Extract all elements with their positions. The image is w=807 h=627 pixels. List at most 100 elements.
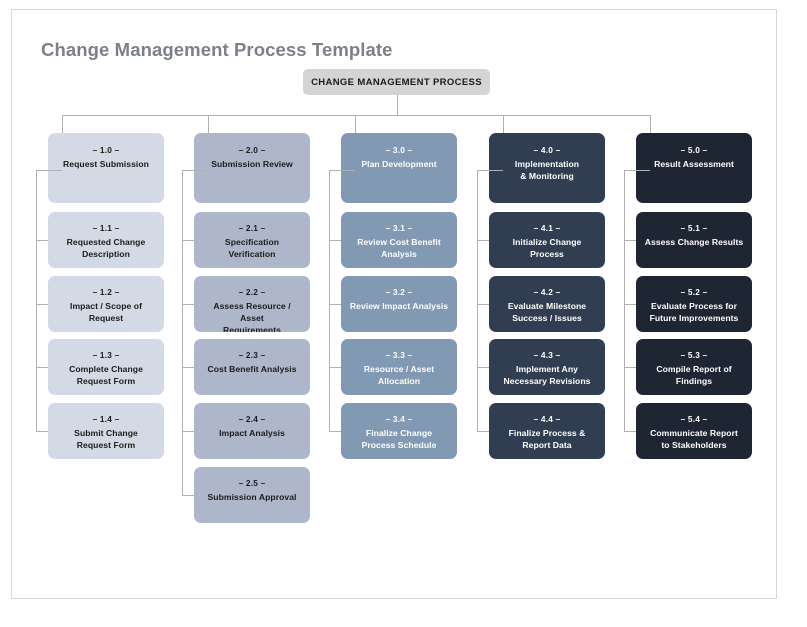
node-number: – 4.0 – xyxy=(533,145,561,155)
child-connector xyxy=(182,495,194,496)
node-number: – 1.2 – xyxy=(92,287,120,297)
node-title: Assess Resource / Asset Requirements xyxy=(213,301,291,332)
child-node-3-3[interactable]: – 3.3 –Resource / Asset Allocation xyxy=(341,339,457,395)
child-node-1-3[interactable]: – 1.3 –Complete Change Request Form xyxy=(48,339,164,395)
child-connector xyxy=(36,367,48,368)
child-connector xyxy=(624,304,636,305)
header-spine-link xyxy=(624,170,650,171)
child-connector xyxy=(329,367,341,368)
child-node-1-1[interactable]: – 1.1 –Requested Change Description xyxy=(48,212,164,268)
node-number: – 2.2 – xyxy=(238,287,266,297)
node-title: Requested Change Description xyxy=(66,237,146,260)
node-number: – 2.4 – xyxy=(238,414,266,424)
node-number: – 1.0 – xyxy=(92,145,120,155)
node-number: – 4.1 – xyxy=(533,223,561,233)
node-number: – 5.1 – xyxy=(680,223,708,233)
child-node-5-4[interactable]: – 5.4 –Communicate Report to Stakeholder… xyxy=(636,403,752,459)
child-node-3-4[interactable]: – 3.4 – Finalize Change Process Schedule xyxy=(341,403,457,459)
node-title: Plan Development xyxy=(361,159,437,169)
column-spine xyxy=(182,170,183,495)
child-connector xyxy=(182,304,194,305)
child-node-4-4[interactable]: – 4.4 –Finalize Process & Report Data xyxy=(489,403,605,459)
root-node-label: CHANGE MANAGEMENT PROCESS xyxy=(311,77,482,88)
column-header-2[interactable]: – 2.0 –Submission Review xyxy=(194,133,310,203)
child-node-2-2[interactable]: – 2.2 – Assess Resource / Asset Requireme… xyxy=(194,276,310,332)
child-node-2-3[interactable]: – 2.3 – Cost Benefit Analysis xyxy=(194,339,310,395)
node-title: Implement Any Necessary Revisions xyxy=(503,364,591,387)
column-header-1[interactable]: – 1.0 – Request Submission xyxy=(48,133,164,203)
node-title: Result Assessment xyxy=(654,159,734,169)
column-header-5[interactable]: – 5.0 –Result Assessment xyxy=(636,133,752,203)
node-title: Finalize Change Process Schedule xyxy=(361,428,437,451)
child-connector xyxy=(477,431,489,432)
node-number: – 4.2 – xyxy=(533,287,561,297)
header-drop xyxy=(62,115,63,133)
child-connector xyxy=(182,367,194,368)
child-connector xyxy=(329,240,341,241)
node-title: Finalize Process & Report Data xyxy=(508,428,586,451)
column-spine xyxy=(624,170,625,431)
header-spine-link xyxy=(182,170,208,171)
child-node-3-1[interactable]: – 3.1 – Review Cost Benefit Analysis xyxy=(341,212,457,268)
child-node-1-2[interactable]: – 1.2 – Impact / Scope of Request xyxy=(48,276,164,332)
child-node-5-1[interactable]: – 5.1 – Assess Change Results xyxy=(636,212,752,268)
node-title: Submission Approval xyxy=(207,492,297,502)
node-title: Review Cost Benefit Analysis xyxy=(357,237,441,260)
child-node-4-1[interactable]: – 4.1 – Initialize Change Process xyxy=(489,212,605,268)
header-drop xyxy=(650,115,651,133)
column-header-3[interactable]: – 3.0 – Plan Development xyxy=(341,133,457,203)
node-title: Resource / Asset Allocation xyxy=(363,364,435,387)
node-number: – 5.3 – xyxy=(680,350,708,360)
node-number: – 3.1 – xyxy=(385,223,413,233)
node-number: – 3.2 – xyxy=(385,287,413,297)
child-connector xyxy=(624,367,636,368)
node-number: – 2.5 – xyxy=(238,478,266,488)
child-node-2-5[interactable]: – 2.5 – Submission Approval xyxy=(194,467,310,523)
node-title: Impact Analysis xyxy=(219,428,285,438)
header-spine-link xyxy=(36,170,62,171)
node-number: – 1.4 – xyxy=(92,414,120,424)
column-header-4[interactable]: – 4.0 –Implementation & Monitoring xyxy=(489,133,605,203)
node-title: Review Impact Analysis xyxy=(349,301,449,311)
node-title: Cost Benefit Analysis xyxy=(207,364,297,374)
node-title: Initialize Change Process xyxy=(512,237,582,260)
node-number: – 4.3 – xyxy=(533,350,561,360)
child-connector xyxy=(477,367,489,368)
header-spine-link xyxy=(329,170,355,171)
header-spine-link xyxy=(477,170,503,171)
header-drop xyxy=(355,115,356,133)
child-node-1-4[interactable]: – 1.4 –Submit Change Request Form xyxy=(48,403,164,459)
child-connector xyxy=(182,240,194,241)
child-node-2-1[interactable]: – 2.1 –Specification Verification xyxy=(194,212,310,268)
page-title: Change Management Process Template xyxy=(41,39,393,60)
node-title: Compile Report of Findings xyxy=(656,364,732,387)
child-node-4-3[interactable]: – 4.3 – Implement Any Necessary Revisions xyxy=(489,339,605,395)
child-connector xyxy=(36,304,48,305)
child-node-5-3[interactable]: – 5.3 – Compile Report of Findings xyxy=(636,339,752,395)
header-drop xyxy=(503,115,504,133)
node-number: – 5.2 – xyxy=(680,287,708,297)
node-title: Specification Verification xyxy=(224,237,280,260)
page-frame: Change Management Process Template CHANG… xyxy=(11,9,777,599)
child-connector xyxy=(477,240,489,241)
node-number: – 3.4 – xyxy=(385,414,413,424)
child-connector xyxy=(624,240,636,241)
child-node-3-2[interactable]: – 3.2 – Review Impact Analysis xyxy=(341,276,457,332)
column-spine xyxy=(329,170,330,431)
root-node[interactable]: CHANGE MANAGEMENT PROCESS xyxy=(303,69,490,95)
child-node-4-2[interactable]: – 4.2 –Evaluate Milestone Success / Issu… xyxy=(489,276,605,332)
node-number: – 1.3 – xyxy=(92,350,120,360)
node-title: Request Submission xyxy=(63,159,149,169)
node-number: – 3.0 – xyxy=(385,145,413,155)
child-connector xyxy=(624,431,636,432)
child-connector xyxy=(182,431,194,432)
child-node-2-4[interactable]: – 2.4 – Impact Analysis xyxy=(194,403,310,459)
child-connector xyxy=(329,304,341,305)
node-title: Impact / Scope of Request xyxy=(70,301,142,324)
node-number: – 2.3 – xyxy=(238,350,266,360)
child-node-5-2[interactable]: – 5.2 – Evaluate Process for Future Impro… xyxy=(636,276,752,332)
node-title: Assess Change Results xyxy=(644,237,744,247)
child-connector xyxy=(329,431,341,432)
root-stem xyxy=(396,95,398,115)
node-title: Evaluate Process for Future Improvements xyxy=(649,301,739,324)
